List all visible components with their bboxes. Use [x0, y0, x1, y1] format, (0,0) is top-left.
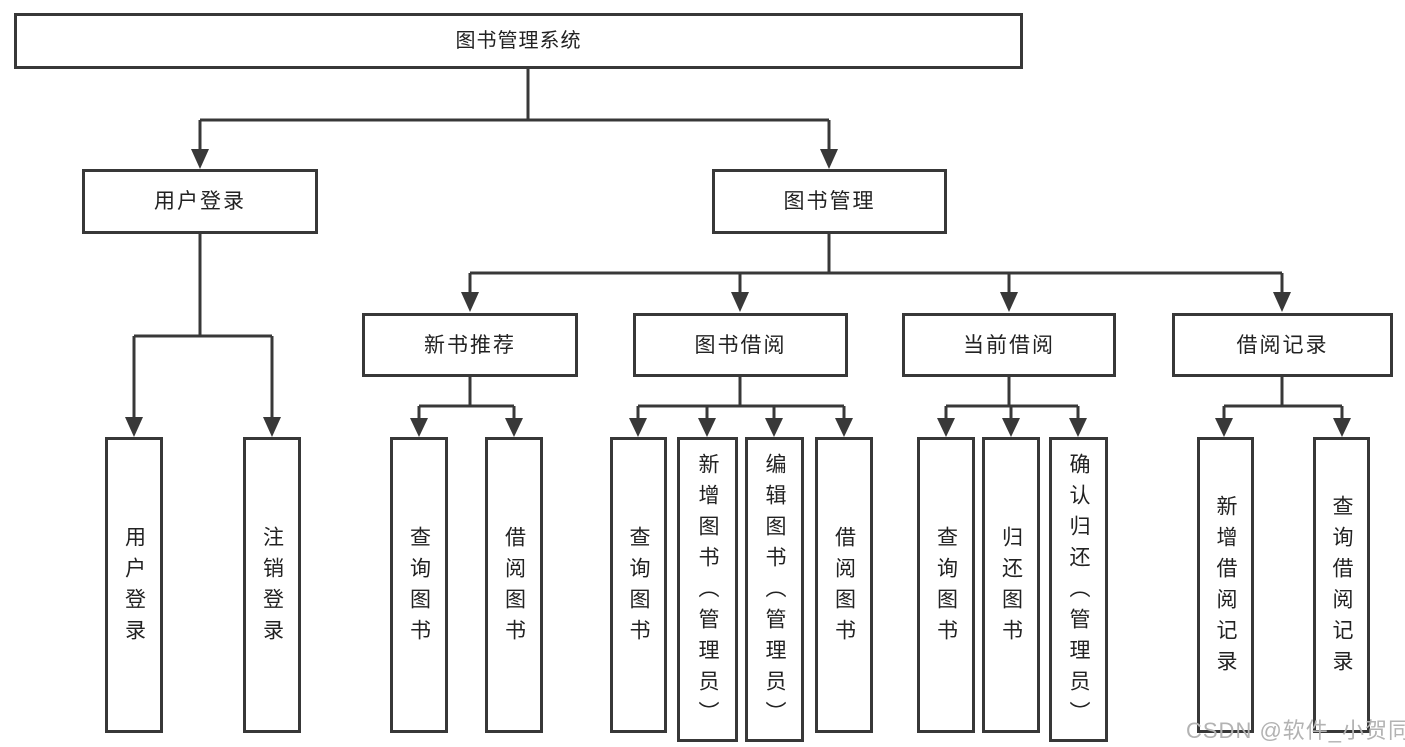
node-borrow-records: 借阅记录 — [1172, 313, 1393, 377]
leaf-return-book: 归还图书 — [982, 437, 1040, 733]
csdn-watermark: CSDN @软件_小贺同学 — [1186, 718, 1405, 743]
leaf-confirm-return-admin: 确认归还（管理员） — [1049, 437, 1108, 742]
leaf-user-login: 用户登录 — [105, 437, 163, 733]
connector-new-book-rec-to-leaves — [410, 377, 523, 437]
leaf-borrow-books-borrow: 借阅图书 — [815, 437, 873, 733]
node-book-management: 图书管理 — [712, 169, 947, 234]
connector-user-login-to-leaves — [125, 233, 281, 437]
leaf-add-book-admin: 新增图书（管理员） — [677, 437, 738, 742]
connector-borrow-record-to-leaves — [1215, 377, 1351, 437]
node-root: 图书管理系统 — [14, 13, 1023, 69]
node-user-login: 用户登录 — [82, 169, 318, 234]
leaf-query-books-current: 查询图书 — [917, 437, 975, 733]
leaf-query-borrow-record: 查询借阅记录 — [1313, 437, 1370, 733]
node-book-borrow: 图书借阅 — [633, 313, 848, 377]
leaf-logout-login: 注销登录 — [243, 437, 301, 733]
connector-book-borrow-to-leaves — [629, 377, 853, 437]
node-current-borrow: 当前借阅 — [902, 313, 1116, 377]
connector-book-mgmt-to-level3 — [461, 233, 1291, 312]
leaf-borrow-books-recommend: 借阅图书 — [485, 437, 543, 733]
connector-current-borrow-to-leaves — [937, 377, 1087, 437]
leaf-add-borrow-record: 新增借阅记录 — [1197, 437, 1254, 733]
leaf-edit-book-admin: 编辑图书（管理员） — [745, 437, 804, 742]
leaf-query-books-borrow: 查询图书 — [610, 437, 667, 733]
node-new-book-recommend: 新书推荐 — [362, 313, 578, 377]
connector-root-to-level2 — [191, 69, 838, 169]
leaf-query-books-recommend: 查询图书 — [390, 437, 448, 733]
